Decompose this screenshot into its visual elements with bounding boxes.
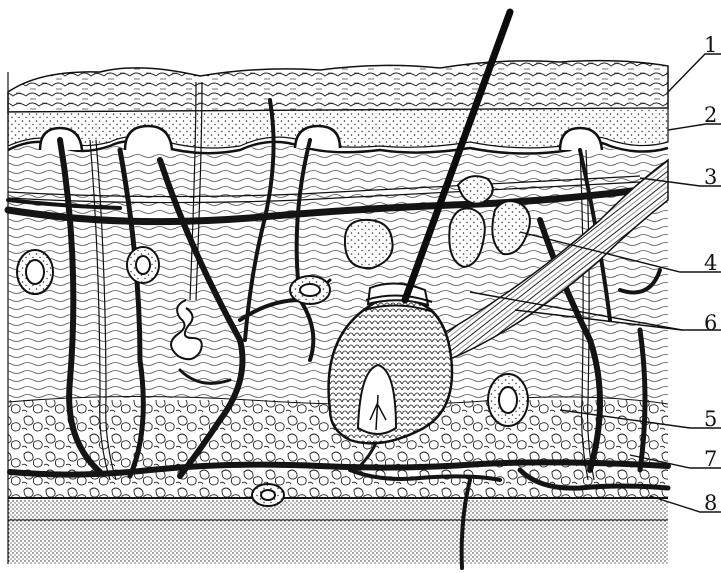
callout-3: 3 [704, 165, 717, 189]
callout-7: 7 [704, 447, 717, 471]
callout-4: 4 [704, 251, 717, 275]
callout-8: 8 [704, 491, 717, 515]
callout-6: 6 [704, 311, 717, 335]
bottom-fascia-layer [8, 500, 668, 564]
callout-labels: 1 2 3 4 6 5 7 8 [704, 33, 717, 515]
callout-5: 5 [704, 407, 717, 431]
epidermis-horny-layer [8, 61, 668, 112]
callout-2: 2 [704, 103, 717, 127]
callout-1: 1 [704, 33, 717, 57]
